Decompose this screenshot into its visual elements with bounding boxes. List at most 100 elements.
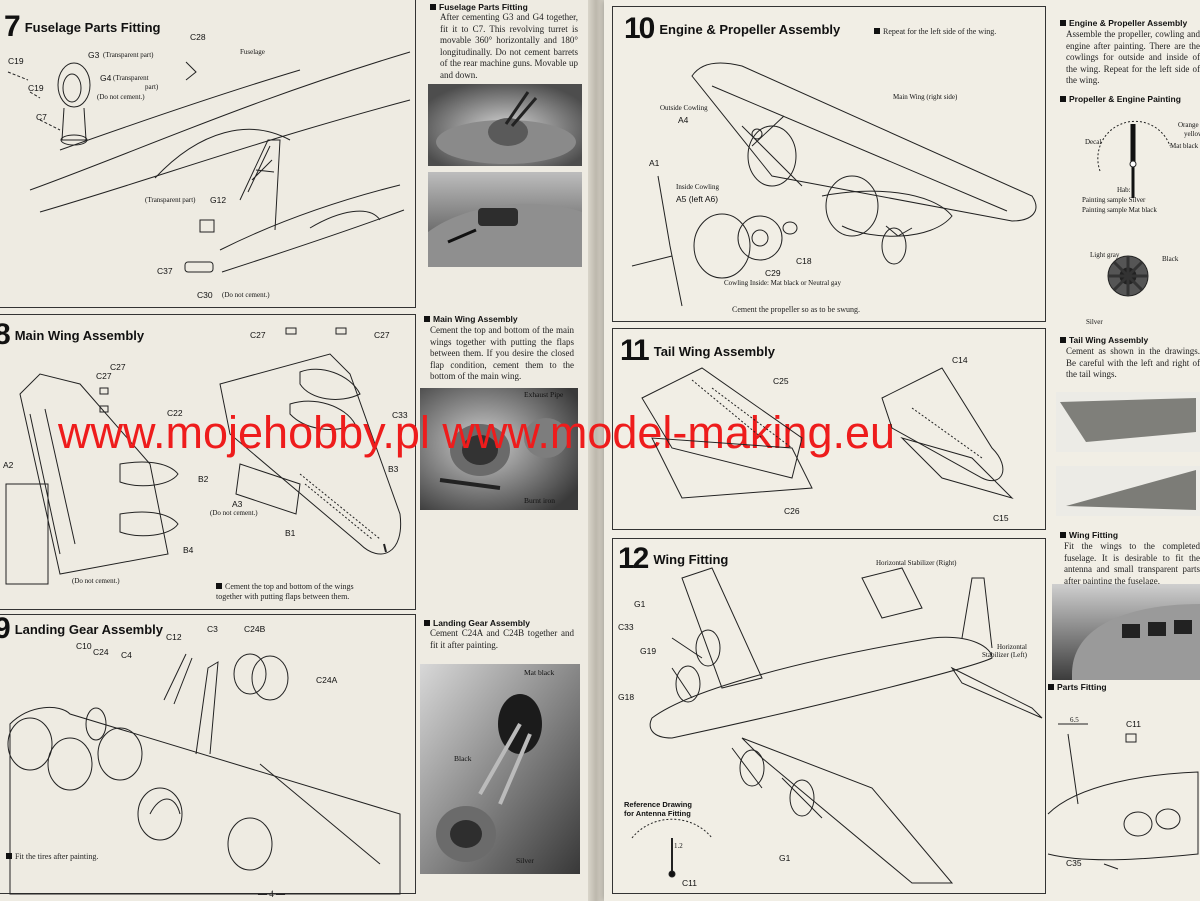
page-gutter xyxy=(588,0,604,901)
lbl-b3: B3 xyxy=(388,464,399,474)
step7-number: 7 xyxy=(4,10,21,43)
step12-title: 12 Wing Fitting xyxy=(618,542,728,576)
lbl-c24a: C24A xyxy=(316,675,338,685)
lbl-g4: G4 xyxy=(100,73,112,83)
lbl-g12: G12 xyxy=(210,195,227,205)
left-page-number: — 4 — xyxy=(258,889,285,899)
lbl-sample2: Painting sample Mat black xyxy=(1082,206,1157,214)
step12-title-text: Wing Fitting xyxy=(653,552,729,567)
lbl-b2: B2 xyxy=(198,474,209,484)
lbl-h-stab-right: Horizontal Stabilizer (Right) xyxy=(876,559,957,567)
step7-side-head: Fuselage Parts Fitting xyxy=(430,2,528,12)
step12-side-head: Wing Fitting xyxy=(1060,530,1118,540)
lbl-c25: C25 xyxy=(773,376,789,386)
lbl-c19a: C19 xyxy=(8,56,24,66)
lbl-a3-note: (Do not cement.) xyxy=(210,509,258,517)
lbl-c30: C30 xyxy=(197,290,213,300)
lbl-a3: A3 xyxy=(232,499,243,509)
step10-drawing xyxy=(612,6,1046,322)
paint-diagram xyxy=(1060,106,1200,326)
step12-panel xyxy=(612,538,1046,894)
step9-photo-cap-black: Black xyxy=(454,754,472,763)
lbl-c27b: C27 xyxy=(374,330,390,340)
lbl-c27c: C27 xyxy=(110,362,126,372)
lbl-c14: C14 xyxy=(952,355,968,365)
step11-title-text: Tail Wing Assembly xyxy=(653,344,775,359)
step10-panel xyxy=(612,6,1046,322)
lbl-c18: C18 xyxy=(796,256,812,266)
lbl-parts-c35: C35 xyxy=(1066,858,1082,868)
step8-side-text: Cement the top and bottom of the main wi… xyxy=(430,325,574,381)
lbl-b1: B1 xyxy=(285,528,296,538)
lbl-c11-12: C11 xyxy=(682,878,697,888)
step12-photo-fuselage xyxy=(1052,584,1200,680)
lbl-c15: C15 xyxy=(993,513,1009,523)
step8-title-text: Main Wing Assembly xyxy=(14,328,145,343)
lbl-g3-note: (Transparent part) xyxy=(103,51,154,59)
step9-title-text: Landing Gear Assembly xyxy=(14,622,164,637)
lbl-main-wing: Main Wing (right side) xyxy=(893,93,958,101)
step7-photo-fuselage xyxy=(428,172,582,267)
lbl-c24: C24 xyxy=(93,647,109,657)
step7-drawing xyxy=(0,0,416,308)
step9-drawing xyxy=(0,614,416,894)
step11-photo-tail2 xyxy=(1056,466,1200,516)
lbl-outside-cowling: Outside Cowling xyxy=(660,104,708,112)
lbl-c4: C4 xyxy=(121,650,132,660)
step9-side-text: Cement C24A and C24B together and fit it… xyxy=(430,628,574,650)
lbl-do-not: (Do not cement.) xyxy=(72,577,120,585)
lbl-g1a: G1 xyxy=(634,599,646,609)
step10-title-text: Engine & Propeller Assembly xyxy=(659,22,841,37)
lbl-c27d: C27 xyxy=(96,371,112,381)
step8-drawing xyxy=(0,314,416,610)
step8-photo-cap-exhaust: Exhaust Pipe xyxy=(524,390,564,399)
paint-side-head: Propeller & Engine Painting xyxy=(1060,94,1181,104)
step8-photo-engine: Exhaust Pipe Burnt iron xyxy=(420,388,578,510)
step10-bottom-note: Cement the propeller so as to be swung. xyxy=(732,305,860,314)
step10-side-text: Assemble the propeller, cowling and engi… xyxy=(1066,29,1200,85)
lbl-mat-black: Mat black xyxy=(1170,142,1199,150)
lbl-g1b: G1 xyxy=(779,853,791,863)
lbl-fuselage: Fuselage xyxy=(240,48,265,56)
lbl-c3: C3 xyxy=(207,624,218,634)
step8-photo-cap-burnt: Burnt iron xyxy=(524,496,556,505)
lbl-c10: C10 xyxy=(76,641,92,651)
step12-number: 12 xyxy=(618,542,649,575)
lbl-cowling-inside: Cowling Inside: Mat black or Neutral gay xyxy=(724,279,842,287)
lbl-c27a: C27 xyxy=(250,330,266,340)
step9-side-head: Landing Gear Assembly xyxy=(424,618,530,628)
lbl-g4-note3: (Do not cement.) xyxy=(97,93,145,101)
step12-side-text: Fit the wings to the completed fuselage.… xyxy=(1064,541,1200,586)
step8-number: 8 xyxy=(0,318,11,351)
lbl-parts-c11: C11 xyxy=(1126,719,1141,729)
step9-note: Fit the tires after painting. xyxy=(6,852,98,862)
step9-photo-cap-silver: Silver xyxy=(516,856,534,865)
step7-title-text: Fuselage Parts Fitting xyxy=(24,20,161,35)
lbl-dim-12: 1.2 xyxy=(674,842,683,850)
step11-photo-tail1 xyxy=(1056,392,1200,452)
lbl-c7: C7 xyxy=(36,112,47,122)
step10-side-head: Engine & Propeller Assembly xyxy=(1060,18,1187,28)
parts-drawing xyxy=(1048,694,1198,894)
lbl-c24b: C24B xyxy=(244,624,266,634)
step9-photo-cap-matblack: Mat black xyxy=(524,668,555,677)
lbl-c37: C37 xyxy=(157,266,173,276)
lbl-h-stab-left: Horizontal Stabilizer (Left) xyxy=(982,643,1027,659)
step12-drawing xyxy=(612,538,1046,894)
lbl-parts-dim: 6.5 xyxy=(1070,716,1079,724)
step8-side-head: Main Wing Assembly xyxy=(424,314,518,324)
lbl-a5: A5 (left A6) xyxy=(676,194,719,204)
step8-panel xyxy=(0,314,416,610)
lbl-g4-note2: part) xyxy=(145,83,159,91)
lbl-g19: G19 xyxy=(640,646,657,656)
step7-photo-turret xyxy=(428,84,582,166)
lbl-orange: Orange xyxy=(1178,121,1199,129)
step10-repeat-note: Repeat for the left side of the wing. xyxy=(874,27,996,37)
step11-panel xyxy=(612,328,1046,530)
step7-side-text: After cementing G3 and G4 together, fit … xyxy=(440,12,578,80)
step9-number: 9 xyxy=(0,612,11,645)
